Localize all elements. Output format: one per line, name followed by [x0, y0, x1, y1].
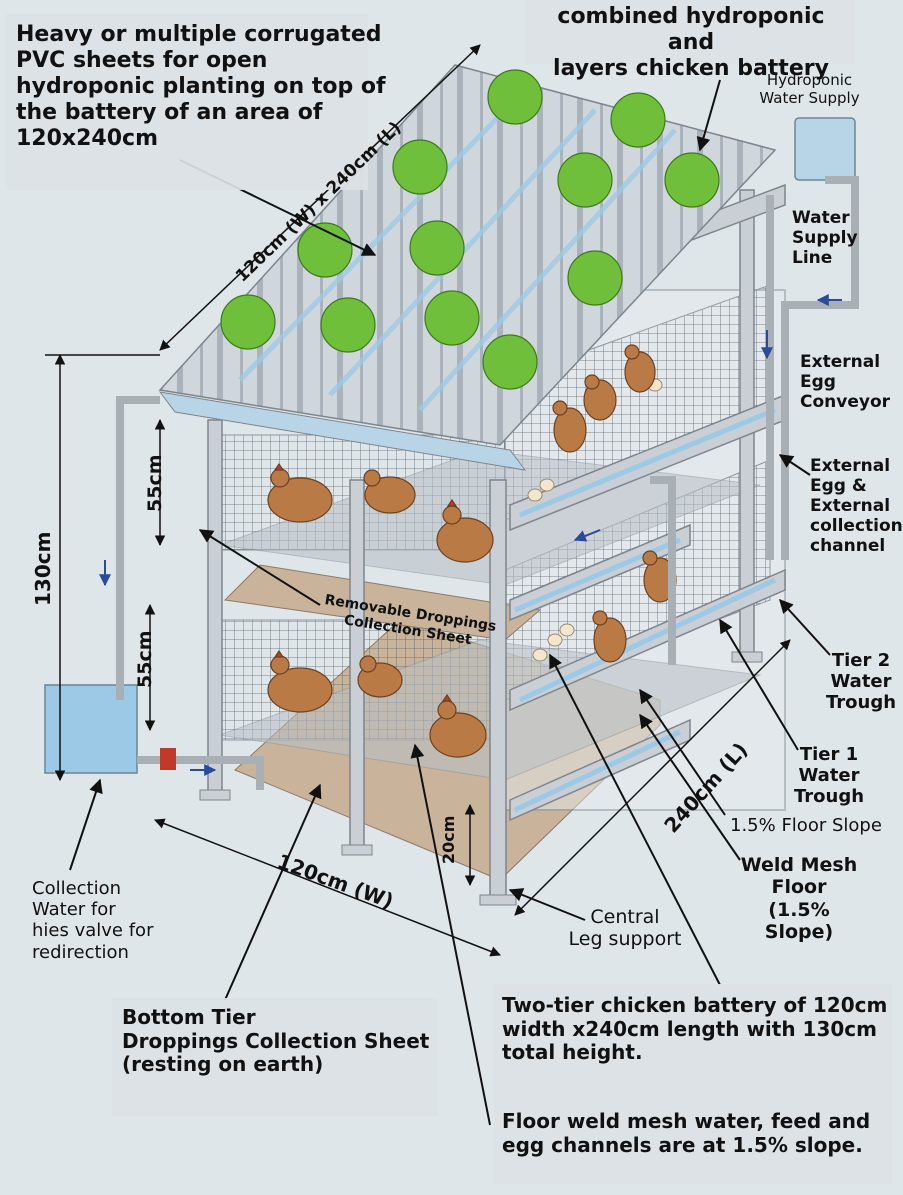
height-total-label: 130cm [31, 531, 55, 606]
return-pipe [116, 396, 160, 700]
summary-text-2: Floor weld mesh water, feed and egg chan… [502, 1109, 871, 1157]
external-egg-conveyor-label: External Egg Conveyor [800, 352, 891, 413]
hydroponic-supply-tank [794, 117, 856, 181]
water-supply-line [781, 176, 859, 560]
weld-mesh-label: Weld Mesh Floor (1.5% Slope) [740, 854, 858, 944]
ground-clearance-label: 20cm [439, 815, 458, 864]
diagram-title: combined hydroponic and layers chicken b… [553, 4, 829, 81]
external-egg-collection-label: External Egg & External collection chann… [810, 456, 903, 557]
summary-panel [494, 984, 892, 1184]
pvc-sheets-label: Heavy or multiple corrugated PVC sheets … [16, 22, 386, 151]
water-supply-line-label: Water Supply Line [792, 208, 858, 269]
tier1-trough-label: Tier 1 Water Trough [793, 744, 865, 808]
roof-gutter [158, 391, 527, 471]
pvc-label-panel [6, 14, 368, 190]
floor-slope-label: 1.5% Floor Slope [730, 815, 882, 836]
tier-lower-label: 55cm [134, 630, 156, 688]
collection-channel-pipe [650, 476, 676, 665]
summary-text-1: Two-tier chicken battery of 120cm width … [502, 993, 888, 1065]
hydroponic-supply-label: Hydroponic Water Supply [759, 71, 860, 107]
tier-upper-label: 55cm [144, 454, 166, 512]
title-panel [525, 0, 855, 64]
dimension-lines [45, 44, 791, 957]
drain-pipe [137, 756, 264, 790]
collection-water-label: Collection Water for hies valve for redi… [32, 878, 154, 963]
bottom-tier-label: Bottom Tier Droppings Collection Sheet (… [122, 1005, 430, 1077]
valve [160, 748, 176, 770]
bottom-tier-panel [112, 998, 438, 1116]
tier2-trough-label: Tier 2 Water Trough [826, 650, 897, 714]
removable-droppings-sheet [223, 564, 542, 641]
flow-arrows [99, 294, 842, 776]
leader-lines [69, 79, 831, 1126]
central-leg-label: Central Leg support [568, 906, 682, 951]
